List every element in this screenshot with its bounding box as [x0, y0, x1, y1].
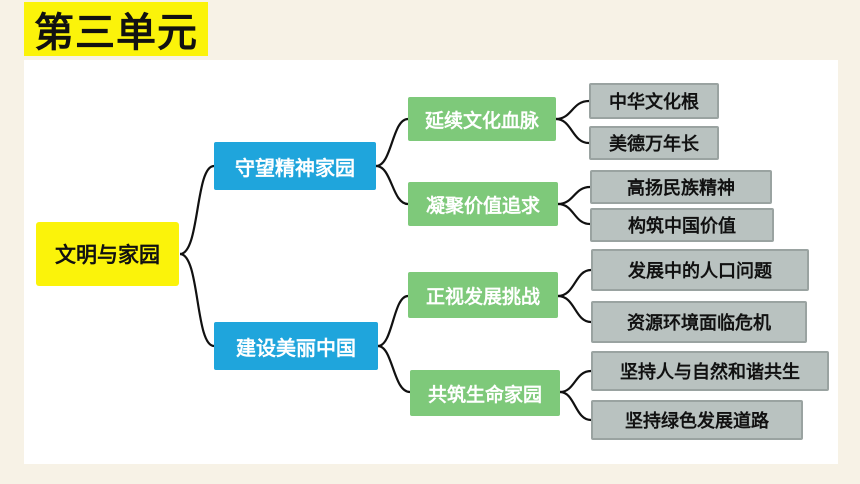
branch-node-2: 建设美丽中国 [214, 322, 378, 370]
leaf-node-8: 坚持绿色发展道路 [591, 400, 803, 440]
connector-c1-l2 [555, 117, 590, 145]
leaf-node-7: 坚持人与自然和谐共生 [591, 351, 829, 391]
connector-root-b2 [179, 252, 215, 348]
sub-node-4: 共筑生命家园 [410, 370, 560, 416]
connector-root-b1 [179, 164, 215, 256]
sub-node-2: 凝聚价值追求 [408, 182, 558, 226]
sub-node-1: 延续文化血脉 [408, 97, 556, 141]
sub-node-3: 正视发展挑战 [408, 272, 558, 318]
connector-b2-c1 [377, 294, 409, 348]
connector-c3-l2 [557, 294, 592, 324]
connector-c2-l2 [557, 202, 591, 226]
connector-c1-l1 [555, 99, 590, 121]
branch-node-1: 守望精神家园 [214, 142, 376, 190]
leaf-node-1: 中华文化根 [589, 83, 719, 119]
connector-c4-l1 [559, 369, 592, 394]
connector-c3-l1 [557, 268, 592, 298]
connector-b2-c2 [377, 344, 411, 394]
leaf-node-2: 美德万年长 [589, 126, 719, 160]
connector-c4-l2 [559, 390, 592, 422]
connector-c2-l1 [557, 185, 591, 206]
leaf-node-5: 发展中的人口问题 [591, 249, 809, 291]
leaf-node-4: 构筑中国价值 [590, 208, 774, 242]
root-node: 文明与家园 [36, 222, 179, 286]
connector-b1-c1 [375, 117, 409, 168]
connector-b1-c2 [375, 164, 409, 206]
leaf-node-3: 高扬民族精神 [590, 170, 772, 204]
unit-title: 第三单元 [24, 2, 208, 56]
leaf-node-6: 资源环境面临危机 [591, 301, 807, 343]
